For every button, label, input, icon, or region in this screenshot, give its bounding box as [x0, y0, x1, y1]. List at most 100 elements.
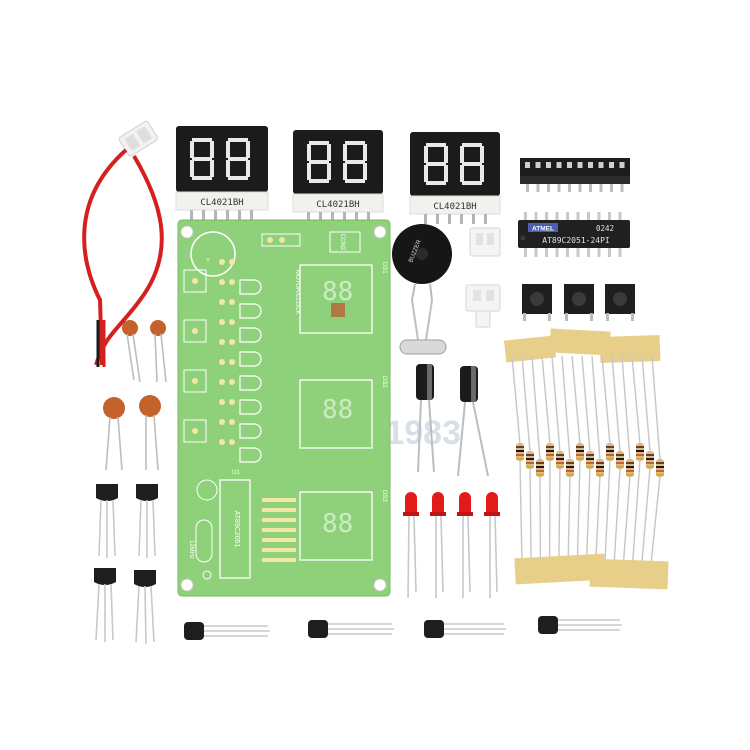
pcb-con-label: CON2 — [339, 234, 345, 251]
transistor-horizontal-2 — [308, 620, 394, 638]
pcb-pad — [219, 319, 225, 325]
pcb-buzzer-outline — [190, 231, 236, 277]
pcb-transistor-outline — [239, 447, 262, 463]
ceramic-capacitor-3 — [103, 397, 125, 471]
transistor-vertical-1 — [96, 484, 118, 558]
resistor-lead — [613, 467, 621, 567]
socket-leg — [568, 184, 571, 192]
resistor-lead — [551, 355, 561, 453]
svg-text:88: 88 — [322, 509, 353, 539]
chip-pin — [618, 248, 622, 257]
resistor-lead — [631, 355, 641, 445]
pcb-pad — [219, 339, 225, 345]
ceramic-capacitor-1 — [122, 320, 141, 383]
pcb-ic-footprint — [219, 479, 251, 579]
pcb-transistor-outline — [239, 423, 262, 439]
pcb-pad — [229, 319, 235, 325]
tactile-button-1 — [522, 284, 552, 321]
chip-pin — [566, 248, 569, 257]
resistor — [626, 459, 634, 477]
socket-pin — [525, 162, 530, 168]
socket-pin — [535, 162, 541, 168]
socket-leg — [589, 184, 592, 192]
resistor — [516, 443, 524, 461]
socket-leg — [557, 184, 561, 192]
resistor-lead — [529, 467, 532, 567]
pcb-u1-label: U1 — [232, 470, 240, 476]
pin-header-connector-1 — [469, 227, 501, 257]
pcb-pad — [219, 439, 225, 445]
resistor-lead — [641, 355, 651, 453]
pcb-ds2-label: DS2 — [381, 376, 387, 388]
resistor — [606, 443, 614, 461]
pcb-transistor-outline — [239, 399, 262, 415]
pcb-resistor-footprint — [262, 518, 296, 522]
pcb-display-outline-1 — [299, 264, 373, 334]
resistor-lead — [621, 355, 631, 461]
pcb-pad — [219, 379, 225, 385]
resistor-lead — [531, 355, 541, 461]
pcb-pad — [229, 359, 235, 365]
pcb-resistor-footprint — [262, 528, 296, 532]
resistor-lead — [521, 355, 531, 453]
pcb-pad — [219, 259, 225, 265]
pcb-pad — [219, 399, 225, 405]
transistor-horizontal-4 — [538, 616, 622, 634]
socket-pin — [619, 162, 625, 168]
resistor-lead — [576, 459, 581, 567]
socket-leg — [599, 184, 603, 192]
resistor-lead — [631, 459, 641, 567]
chip-pin — [555, 212, 559, 220]
resistor-lead — [519, 459, 523, 567]
resistor-lead — [558, 467, 561, 567]
socket-leg — [610, 184, 613, 192]
buzzer: BUZZER — [392, 224, 452, 301]
transistor-horizontal-3 — [424, 620, 506, 638]
pcb-pad — [229, 259, 235, 265]
transistor-vertical-3 — [94, 568, 116, 642]
pcb-pad — [229, 299, 235, 305]
display-1-label: CL4021BH — [200, 198, 243, 208]
socket-leg — [578, 184, 582, 192]
socket-pin — [556, 162, 562, 168]
socket-leg — [620, 184, 624, 192]
led-3 — [457, 492, 473, 598]
display-3-label: CL4021BH — [433, 202, 476, 212]
crystal-oscillator — [399, 299, 447, 355]
pcb-pad — [229, 439, 235, 445]
pcb-transistor-outline — [239, 279, 262, 295]
chip-pin — [608, 212, 611, 220]
socket-pin — [598, 162, 604, 168]
seven-segment-display-3: CL4021BH — [409, 132, 501, 224]
pcb-pad — [219, 279, 225, 285]
resistor-lead — [601, 355, 611, 445]
pcb-board: + CON2 DS1 88 DS2 88 DS3 88 MOTOR/CLOCK — [177, 219, 391, 597]
electrolytic-capacitor-1 — [416, 364, 435, 473]
resistor-lead — [622, 475, 631, 567]
chip-pin — [597, 248, 601, 257]
resistor-lead — [567, 475, 571, 567]
led-4 — [484, 492, 500, 598]
pcb-transistor-outline — [239, 327, 262, 343]
resistor-lead — [611, 355, 621, 453]
chip-pin — [524, 212, 527, 220]
resistor-lead — [585, 467, 591, 567]
chip-pin — [534, 248, 538, 257]
seven-segment-display-2: CL4021BH — [292, 130, 384, 222]
pcb-resistor-footprint — [262, 538, 296, 542]
pcb-display-outline-2 — [299, 379, 373, 449]
socket-pin — [588, 162, 593, 168]
pcb-crystal-label: 12MHz — [188, 540, 194, 559]
resistor — [576, 443, 584, 461]
pcb-resistor-footprint — [262, 498, 296, 502]
tactile-button-3 — [605, 284, 635, 321]
chip-pin — [545, 212, 548, 220]
resistor-tape-top — [503, 328, 661, 364]
mcu-brand-text: ATMEL — [532, 226, 554, 233]
socket-leg — [536, 184, 540, 192]
transistor-vertical-4 — [134, 570, 156, 645]
resistor-lead — [604, 459, 611, 567]
resistor — [596, 459, 604, 477]
resistor-lead — [511, 355, 521, 445]
mcu-date-code: 0242 — [596, 224, 614, 233]
